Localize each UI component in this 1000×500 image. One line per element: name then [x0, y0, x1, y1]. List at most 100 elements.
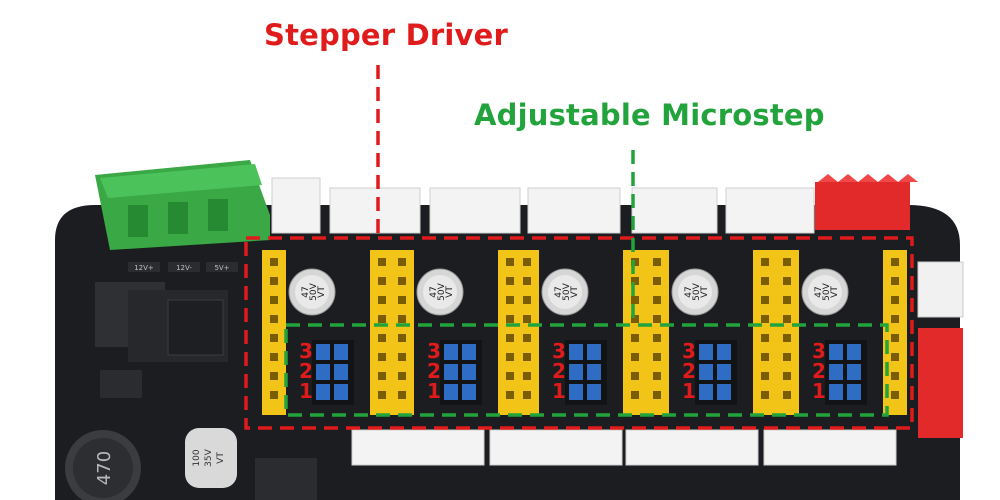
jumper-cap	[847, 364, 861, 380]
jumper-cap	[462, 344, 476, 360]
header-pin	[378, 353, 386, 361]
header-pin	[270, 277, 278, 285]
jumper-number: 2	[552, 359, 566, 383]
svg-text:35V: 35V	[204, 448, 214, 466]
pin-header	[645, 250, 669, 415]
header-pin	[891, 258, 899, 266]
jumper-number: 3	[812, 339, 826, 363]
capacitor-label: 47	[814, 286, 824, 297]
jumper-cap	[829, 364, 843, 380]
header-pin	[523, 334, 531, 342]
jumper-number: 3	[427, 339, 441, 363]
header-pin	[378, 277, 386, 285]
header-pin	[761, 372, 769, 380]
header-pin	[653, 258, 661, 266]
header-pin	[398, 334, 406, 342]
jumper-cap	[462, 384, 476, 400]
header-pin	[270, 296, 278, 304]
header-pin	[378, 258, 386, 266]
capacitor-label: 47	[554, 286, 564, 297]
capacitor-label: 47	[684, 286, 694, 297]
header-pin	[631, 353, 639, 361]
screw-terminal	[95, 160, 270, 250]
jumper-cap	[699, 344, 713, 360]
header-pin	[761, 315, 769, 323]
header-pin	[523, 277, 531, 285]
jumper-cap	[316, 384, 330, 400]
driver-slots: 4750VVT3214750VVT3214750VVT3214750VVT321…	[262, 250, 907, 415]
jumper-number: 1	[682, 379, 696, 403]
header-pin	[506, 296, 514, 304]
header-pin	[891, 353, 899, 361]
header-pin	[891, 296, 899, 304]
svg-text:12V-: 12V-	[176, 264, 192, 272]
jumper-cap	[847, 384, 861, 400]
microstep-outline	[284, 323, 889, 417]
header-pin	[398, 315, 406, 323]
header-pin	[653, 296, 661, 304]
header-pin	[783, 296, 791, 304]
white-connector-side	[917, 261, 964, 318]
jumper-cap	[847, 344, 861, 360]
header-pin	[270, 258, 278, 266]
pin-header	[775, 250, 799, 415]
capacitor-label: 50V	[692, 282, 702, 300]
header-pin	[523, 258, 531, 266]
capacitor-label: 50V	[822, 282, 832, 300]
header-pin	[378, 391, 386, 399]
header-pin	[761, 258, 769, 266]
header-pin	[631, 296, 639, 304]
capacitor-top	[423, 275, 457, 309]
header-pin	[783, 353, 791, 361]
jumper-cap	[699, 384, 713, 400]
header-pin	[398, 277, 406, 285]
adjustable-microstep-title: Adjustable Microstep	[474, 98, 825, 132]
header-pin	[523, 296, 531, 304]
header-pin	[506, 353, 514, 361]
svg-text:5V+: 5V+	[214, 264, 229, 272]
header-pin	[523, 353, 531, 361]
jumper-cap	[334, 384, 348, 400]
jumper-number: 1	[812, 379, 826, 403]
jumper-cap	[717, 344, 731, 360]
header-pin	[523, 372, 531, 380]
voltage-regulator	[95, 282, 228, 362]
header-pin	[761, 334, 769, 342]
capacitor-label: 47	[301, 286, 311, 297]
bottom-white-connectors	[351, 429, 897, 466]
header-pin	[631, 391, 639, 399]
header-pin	[378, 315, 386, 323]
jumper-number: 3	[682, 339, 696, 363]
header-pin	[761, 353, 769, 361]
top-white-connectors	[271, 177, 815, 234]
header-pin	[653, 315, 661, 323]
header-pin	[631, 258, 639, 266]
jumper-cap	[316, 364, 330, 380]
header-pin	[631, 334, 639, 342]
header-pin	[891, 315, 899, 323]
pin-header	[390, 250, 414, 415]
jumper-cap	[569, 384, 583, 400]
capacitor-label: 50V	[309, 282, 319, 300]
header-pin	[506, 372, 514, 380]
header-pin	[378, 334, 386, 342]
header-pin	[891, 277, 899, 285]
pin-header	[515, 250, 539, 415]
red-connectors-top	[815, 174, 918, 230]
jumper-number: 1	[299, 379, 313, 403]
header-pin	[378, 372, 386, 380]
jumper-cap	[717, 384, 731, 400]
header-pin	[270, 334, 278, 342]
header-pin	[653, 334, 661, 342]
jumper-cap	[462, 364, 476, 380]
jumper-number: 3	[299, 339, 313, 363]
jumper-cap	[587, 384, 601, 400]
jumper-cap	[587, 344, 601, 360]
stepper-driver-outline	[244, 236, 914, 430]
ic-chip	[255, 458, 317, 500]
jumper-cap	[334, 344, 348, 360]
header-pin	[783, 277, 791, 285]
